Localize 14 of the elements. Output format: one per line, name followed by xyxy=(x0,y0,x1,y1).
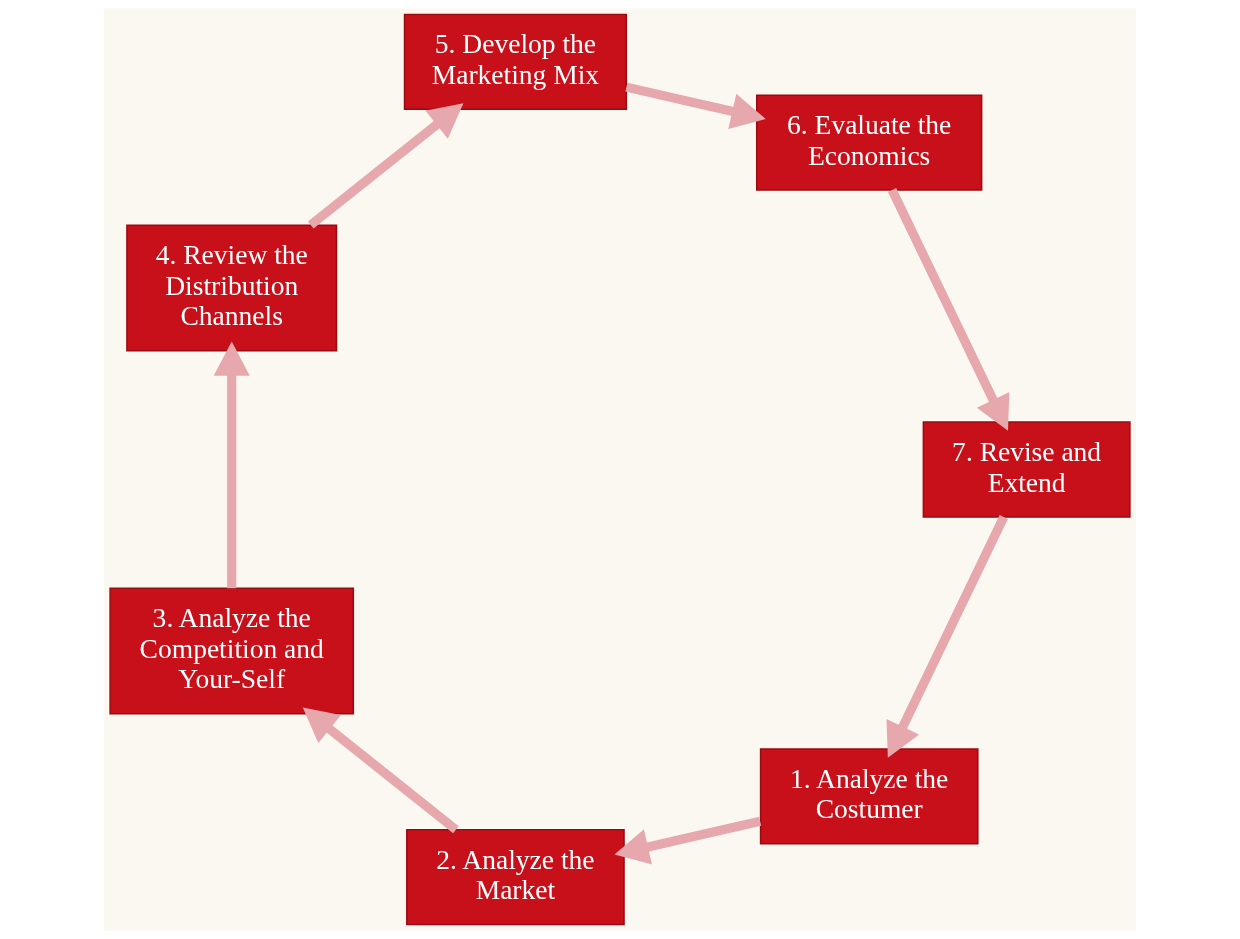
node-box: 3. Analyze the Competition and Your-Self xyxy=(109,587,355,715)
arrow xyxy=(302,707,459,834)
arrow xyxy=(886,515,1008,758)
arrow xyxy=(614,816,762,865)
arrow xyxy=(307,103,464,229)
node-box: 5. Develop the Marketing Mix xyxy=(403,13,628,110)
node-box: 2. Analyze the Market xyxy=(406,829,625,926)
arrow xyxy=(887,188,1010,431)
node-box: 7. Revise and Extend xyxy=(922,421,1131,518)
arrow xyxy=(625,82,766,129)
node-box: 6. Evaluate the Economics xyxy=(756,94,983,191)
arrow xyxy=(213,341,250,589)
node-box: 1. Analyze the Costumer xyxy=(759,748,979,845)
node-box: 4. Review the Distribution Channels xyxy=(126,224,338,352)
